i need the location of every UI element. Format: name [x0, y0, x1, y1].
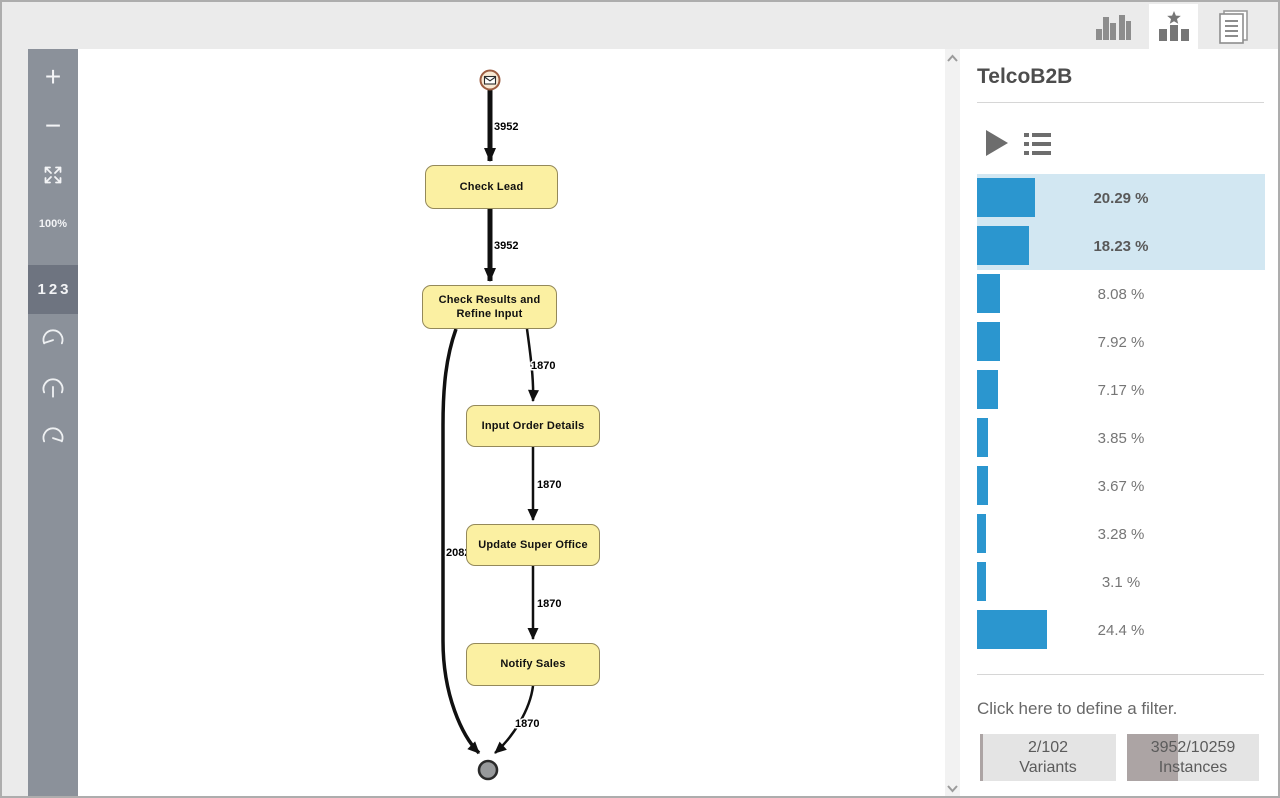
gauge-low-button[interactable]: [28, 314, 78, 363]
divider: [977, 102, 1264, 103]
variants-count-label: Variants: [1019, 759, 1077, 776]
edge-check-results-to-end[interactable]: [441, 328, 481, 755]
numbers-label: 123: [37, 281, 72, 298]
expand-arrows-icon: [44, 166, 62, 183]
variant-frequency-bar[interactable]: [977, 514, 986, 553]
envelope-icon: [483, 75, 497, 85]
variant-percentage-label: 8.08 %: [1097, 285, 1145, 303]
end-event[interactable]: [477, 759, 499, 781]
activity-node-update-super-office[interactable]: Update Super Office: [466, 524, 600, 566]
gauge-low-icon: [42, 328, 64, 344]
zoom-level-indicator[interactable]: 100%: [28, 199, 78, 248]
variant-row[interactable]: 7.17 %: [977, 366, 1265, 414]
edge-check-results-to-input-order[interactable]: [525, 328, 539, 402]
activity-node-check-results-and-refine-input[interactable]: Check Results and Refine Input: [422, 285, 557, 329]
variant-frequency-bar[interactable]: [977, 274, 1000, 313]
variant-row[interactable]: 3.67 %: [977, 462, 1265, 510]
instances-ratio-fill: [1127, 734, 1178, 781]
instances-count-box[interactable]: 3952/10259 Instances: [1127, 734, 1259, 781]
edge-frequency-label: 1870: [537, 598, 561, 610]
minus-icon: −: [44, 109, 62, 141]
play-animation-button[interactable]: [986, 130, 1008, 161]
variant-percentage-label: 24.4 %: [1097, 621, 1145, 639]
variant-list: 20.29 % 18.23 % 8.08 % 7.92 % 7.17 % 3.85 % 3.…: [977, 174, 1265, 654]
canvas-vertical-scrollbar[interactable]: [945, 49, 960, 796]
variant-percentage-label: 3.67 %: [1097, 477, 1145, 495]
show-numbers-button[interactable]: 123: [28, 265, 78, 314]
variant-list-button[interactable]: [1024, 133, 1051, 160]
variant-frequency-bar[interactable]: [977, 370, 998, 409]
variant-row[interactable]: 3.28 %: [977, 510, 1265, 558]
cases-documents-icon: [1218, 9, 1248, 44]
dataset-title: TelcoB2B: [977, 65, 1073, 88]
variant-row[interactable]: 20.29 %: [977, 174, 1265, 222]
variant-frequency-bar[interactable]: [977, 466, 988, 505]
variant-row[interactable]: 8.08 %: [977, 270, 1265, 318]
edge-frequency-label: 1870: [515, 718, 539, 730]
divider: [977, 674, 1264, 675]
variant-percentage-label: 3.85 %: [1097, 429, 1145, 447]
edge-frequency-label: 3952: [494, 121, 518, 133]
variants-count-box[interactable]: 2/102 Variants: [980, 734, 1116, 781]
gauge-medium-button[interactable]: [28, 363, 78, 412]
scroll-down-icon[interactable]: [946, 784, 959, 794]
activity-node-notify-sales[interactable]: Notify Sales: [466, 643, 600, 686]
tab-variants[interactable]: [1149, 4, 1198, 49]
process-map-canvas[interactable]: 3952 3952 1870 2082 1870 1870 1870 Check…: [78, 49, 945, 796]
zoom-level-label: 100%: [38, 217, 68, 230]
variant-percentage-label: 7.92 %: [1097, 333, 1145, 351]
zoom-out-button[interactable]: −: [28, 101, 78, 150]
edge-notify-sales-to-end[interactable]: [494, 685, 535, 754]
gauge-high-button[interactable]: [28, 412, 78, 461]
scroll-up-icon[interactable]: [946, 53, 959, 63]
activity-node-check-lead[interactable]: Check Lead: [425, 165, 558, 209]
variant-row[interactable]: 7.92 %: [977, 318, 1265, 366]
variant-percentage-label: 7.17 %: [1097, 381, 1145, 399]
start-event-message[interactable]: [479, 69, 501, 91]
variants-count-value: 2/102: [1027, 739, 1069, 756]
variant-frequency-bar[interactable]: [977, 562, 986, 601]
variants-sidebar: TelcoB2B 20.29 % 18.23 % 8.08 % 7.92 % 7.17 …: [960, 49, 1278, 796]
variants-ratio-fill: [980, 734, 983, 781]
variant-frequency-bar[interactable]: [977, 226, 1029, 265]
activity-node-input-order-details[interactable]: Input Order Details: [466, 405, 600, 447]
define-filter-link[interactable]: Click here to define a filter.: [977, 699, 1178, 718]
edge-frequency-label: 3952: [494, 240, 518, 252]
variant-frequency-bar[interactable]: [977, 418, 988, 457]
edge-frequency-label: 1870: [531, 360, 555, 372]
gauge-high-icon: [42, 426, 64, 442]
variants-star-chart-icon: [1158, 10, 1189, 41]
play-icon: [986, 130, 1008, 156]
variant-row[interactable]: 3.1 %: [977, 558, 1265, 606]
map-toolbar: + − 100% 123: [28, 49, 78, 796]
variant-frequency-bar[interactable]: [977, 178, 1035, 217]
instances-count-label: Instances: [1158, 759, 1228, 776]
list-icon: [1024, 133, 1051, 155]
variant-percentage-label: 3.1 %: [1101, 573, 1141, 591]
zoom-in-button[interactable]: +: [28, 52, 78, 101]
fit-to-screen-button[interactable]: [28, 150, 78, 199]
instances-count-value: 3952/10259: [1150, 739, 1236, 756]
variant-row[interactable]: 24.4 %: [977, 606, 1265, 654]
plus-icon: +: [44, 60, 62, 92]
variant-percentage-label: 20.29 %: [1093, 189, 1149, 207]
gauge-medium-icon: [42, 377, 64, 398]
variant-row[interactable]: 18.23 %: [977, 222, 1265, 270]
variant-row[interactable]: 3.85 %: [977, 414, 1265, 462]
variant-percentage-label: 3.28 %: [1097, 525, 1145, 543]
edge-frequency-label: 1870: [537, 479, 561, 491]
tab-cases[interactable]: [1207, 4, 1256, 49]
variant-percentage-label: 18.23 %: [1093, 237, 1149, 255]
variant-frequency-bar[interactable]: [977, 610, 1047, 649]
bar-chart-icon: [1095, 14, 1131, 40]
tab-statistics[interactable]: [1088, 4, 1137, 49]
edge-frequency-label: 2082: [446, 547, 470, 559]
variant-frequency-bar[interactable]: [977, 322, 1000, 361]
